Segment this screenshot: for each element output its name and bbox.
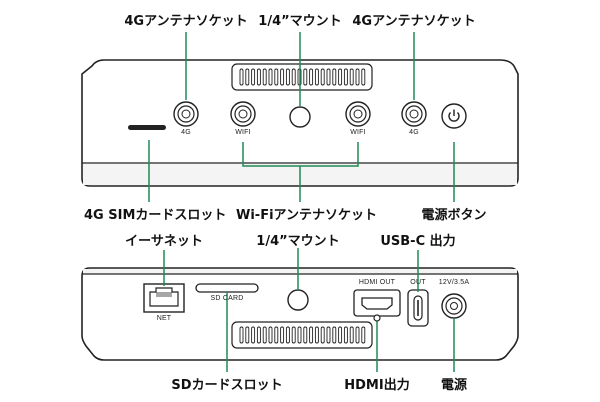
label-4g-left: 4G <box>181 129 191 136</box>
sd-card-slot <box>195 283 259 293</box>
vent-slot <box>251 326 256 344</box>
callout-sim-slot: 4G SIMカードスロット <box>84 208 227 223</box>
bottom-callout-lines <box>163 248 455 372</box>
power-icon <box>448 109 460 122</box>
vent-slot <box>349 68 354 86</box>
vent-slot <box>274 326 279 344</box>
vent-slot <box>320 68 325 86</box>
callout-ethernet: イーサネット <box>125 234 203 249</box>
sim-slot <box>128 125 166 130</box>
vent-slot <box>285 326 290 344</box>
top-vent-grill <box>231 63 373 91</box>
vent-slot <box>355 68 360 86</box>
vent-slot <box>245 326 250 344</box>
callout-power-button: 電源ボタン <box>421 208 487 223</box>
label-hdmi-out: HDMI OUT <box>358 279 396 286</box>
callout-antenna-4g-right: 4Gアンテナソケット <box>352 14 476 29</box>
vent-slot <box>280 68 285 86</box>
vent-slot <box>326 68 331 86</box>
power-input-port <box>441 293 467 319</box>
antenna-wifi-left <box>230 101 256 127</box>
label-wifi-left: WIFI <box>235 129 251 136</box>
usb-c-port <box>407 289 429 327</box>
callout-mount-top: 1/4”マウント <box>258 14 342 29</box>
vent-slot <box>361 68 366 86</box>
vent-slot <box>332 326 337 344</box>
vent-slot <box>338 68 343 86</box>
vent-slot <box>343 326 348 344</box>
vent-slot <box>251 68 256 86</box>
callout-antenna-4g-left: 4Gアンテナソケット <box>124 14 248 29</box>
vent-slot <box>256 326 261 344</box>
mount-hole-bottom <box>287 289 309 311</box>
bottom-device <box>81 267 519 361</box>
vent-slot <box>274 68 279 86</box>
hdmi-port <box>353 289 401 317</box>
power-button <box>441 103 467 129</box>
vent-slot <box>297 326 302 344</box>
bottom-vent-grill <box>231 321 373 349</box>
top-device <box>81 59 519 187</box>
vent-slot <box>268 68 273 86</box>
vent-slot <box>320 326 325 344</box>
vent-slot <box>326 326 331 344</box>
label-4g-right: 4G <box>409 129 419 136</box>
vent-slot <box>361 326 366 344</box>
antenna-4g-left <box>173 101 199 127</box>
vent-slot <box>343 68 348 86</box>
vent-slot <box>239 68 244 86</box>
mount-hole-top <box>289 106 311 128</box>
top-callout-lines <box>148 32 455 202</box>
vent-slot <box>314 326 319 344</box>
antenna-wifi-right <box>345 101 371 127</box>
vent-slot <box>239 326 244 344</box>
vent-slot <box>338 326 343 344</box>
callout-sd-slot: SDカードスロット <box>171 378 283 393</box>
antenna-4g-right <box>401 101 427 127</box>
bottom-vent-slots <box>239 326 366 344</box>
label-power-rating: 12V/3.5A <box>438 279 470 286</box>
vent-slot <box>285 68 290 86</box>
vent-slot <box>309 326 314 344</box>
label-sd-card: SD CARD <box>210 295 244 302</box>
callout-hdmi: HDMI出力 <box>344 378 410 393</box>
vent-slot <box>291 68 296 86</box>
vent-slot <box>291 326 296 344</box>
ethernet-port-icon <box>143 283 185 313</box>
vent-slot <box>314 68 319 86</box>
label-wifi-right: WIFI <box>350 129 366 136</box>
vent-slot <box>332 68 337 86</box>
callout-usb-c: USB-C 出力 <box>380 234 456 249</box>
callout-power-input: 電源 <box>440 378 467 393</box>
vent-slot <box>349 326 354 344</box>
vent-slot <box>280 326 285 344</box>
label-net: NET <box>156 315 172 322</box>
bottom-device-upper-band <box>83 269 517 273</box>
vent-slot <box>309 68 314 86</box>
vent-slot <box>245 68 250 86</box>
top-vent-slots <box>239 68 366 86</box>
vent-slot <box>303 68 308 86</box>
label-out: OUT <box>410 279 426 286</box>
vent-slot <box>268 326 273 344</box>
vent-slot <box>355 326 360 344</box>
vent-slot <box>303 326 308 344</box>
callout-wifi-antennas: Wi-Fiアンテナソケット <box>236 208 378 223</box>
vent-slot <box>262 68 267 86</box>
vent-slot <box>262 326 267 344</box>
hdmi-callout-dot <box>373 314 381 322</box>
callout-mount-bottom: 1/4”マウント <box>256 234 340 249</box>
vent-slot <box>256 68 261 86</box>
